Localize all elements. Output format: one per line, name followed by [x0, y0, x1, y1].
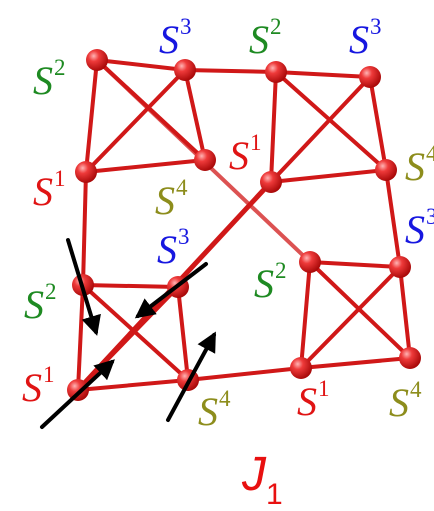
bond [84, 58, 99, 174]
site [67, 379, 89, 401]
site [299, 251, 321, 273]
label-s4: S4 [389, 377, 422, 425]
site [86, 49, 108, 71]
site [359, 66, 381, 88]
bond [299, 260, 312, 370]
label-s2: S2 [254, 258, 287, 306]
label-s1: S1 [297, 376, 330, 424]
label-s2: S2 [33, 55, 66, 103]
coupling-symbol: J [242, 448, 266, 501]
site [375, 159, 397, 181]
coupling-index: 1 [266, 478, 283, 511]
bond [308, 260, 402, 269]
label-s1: S1 [229, 130, 262, 178]
site [194, 149, 216, 171]
site [75, 161, 97, 183]
bond [186, 366, 303, 382]
bonds [75, 58, 412, 393]
label-s4: S4 [198, 386, 231, 434]
bond [269, 75, 372, 184]
site [260, 171, 282, 193]
spin-arrow [40, 359, 115, 429]
site [389, 256, 411, 278]
label-s3: S3 [159, 14, 192, 62]
label-s1: S1 [33, 166, 66, 214]
site [265, 61, 287, 83]
label-s3: S3 [405, 204, 434, 252]
bond [76, 378, 190, 392]
sites [67, 49, 421, 401]
bond [368, 75, 388, 172]
bond [84, 158, 207, 174]
site [290, 357, 312, 379]
bond [76, 283, 85, 392]
label-s4: S4 [405, 141, 434, 189]
label-s2: S2 [24, 279, 57, 327]
site [174, 59, 196, 81]
label-s3: S3 [157, 224, 190, 272]
bond [269, 70, 278, 184]
bond [95, 58, 187, 72]
label-s1: S1 [22, 362, 55, 410]
site [399, 347, 421, 369]
bond [81, 170, 88, 287]
label-s3: S3 [349, 14, 382, 62]
coupling-label: J1 [242, 448, 283, 510]
bond [269, 168, 388, 184]
bond [299, 265, 402, 370]
label-s2: S2 [249, 14, 282, 62]
spin-arrows [40, 238, 216, 429]
bond [84, 68, 187, 174]
spin-arrow [66, 238, 101, 336]
spin-arrow [166, 331, 216, 422]
label-s4: S4 [155, 175, 188, 223]
spin-arrow [134, 262, 208, 319]
bond [183, 68, 207, 162]
bond [398, 265, 412, 360]
bond [274, 70, 372, 79]
bond [183, 68, 278, 74]
bond [81, 283, 180, 289]
bond [299, 356, 412, 370]
bond [384, 168, 402, 269]
bond [176, 285, 190, 382]
